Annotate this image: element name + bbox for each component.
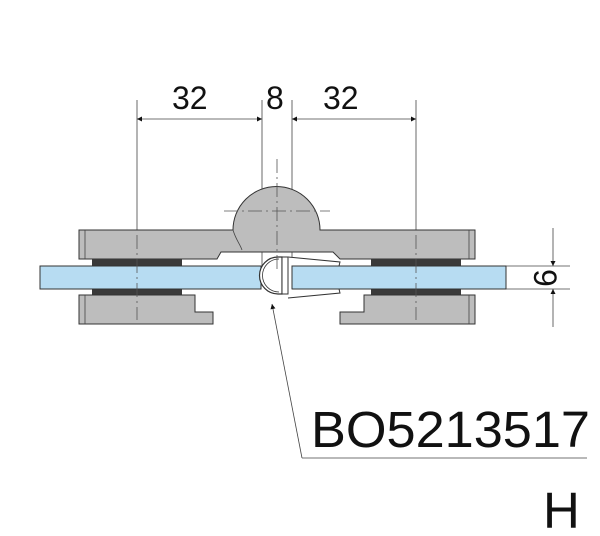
dimension-right-32: 32 bbox=[323, 80, 359, 116]
top-hinge-plate bbox=[78, 186, 476, 260]
variant-letter: H bbox=[543, 482, 580, 536]
dimension-left-32: 32 bbox=[172, 80, 208, 116]
glass-panel-right bbox=[291, 265, 507, 290]
glass-panel-left bbox=[39, 265, 262, 290]
center-lines bbox=[136, 159, 417, 320]
seal-profile bbox=[258, 256, 341, 299]
dimension-gap-8: 8 bbox=[266, 80, 284, 116]
thickness-dimension bbox=[506, 228, 570, 327]
knuckle-edge bbox=[232, 229, 243, 251]
part-number: BO5213517 bbox=[311, 401, 590, 458]
bottom-plate-right bbox=[339, 294, 476, 325]
part-leader bbox=[270, 303, 587, 459]
dimension-thickness-6: 6 bbox=[527, 269, 563, 287]
bottom-plate-left bbox=[78, 294, 214, 325]
